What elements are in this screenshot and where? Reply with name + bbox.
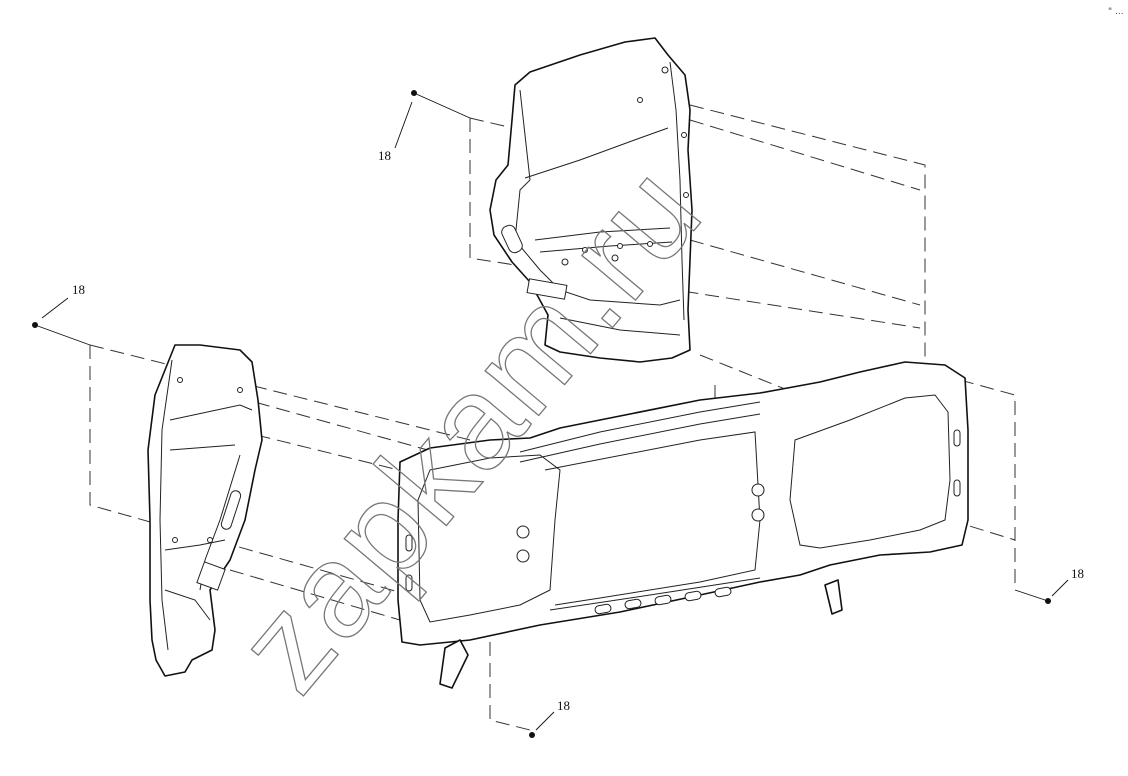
- callout-label-bottom: 18: [557, 698, 570, 713]
- front-frame-assembly: [397, 361, 969, 689]
- upper-side-panel: [489, 37, 693, 363]
- callout-label-upper: 18: [378, 148, 391, 163]
- bolt-icon: [529, 732, 535, 738]
- fastener-callouts: [32, 90, 1069, 738]
- corner-mark: " ...: [1108, 7, 1124, 17]
- callout-label-right: 18: [1071, 566, 1084, 581]
- left-side-panel: [147, 344, 263, 677]
- callout-label-left: 18: [72, 282, 85, 297]
